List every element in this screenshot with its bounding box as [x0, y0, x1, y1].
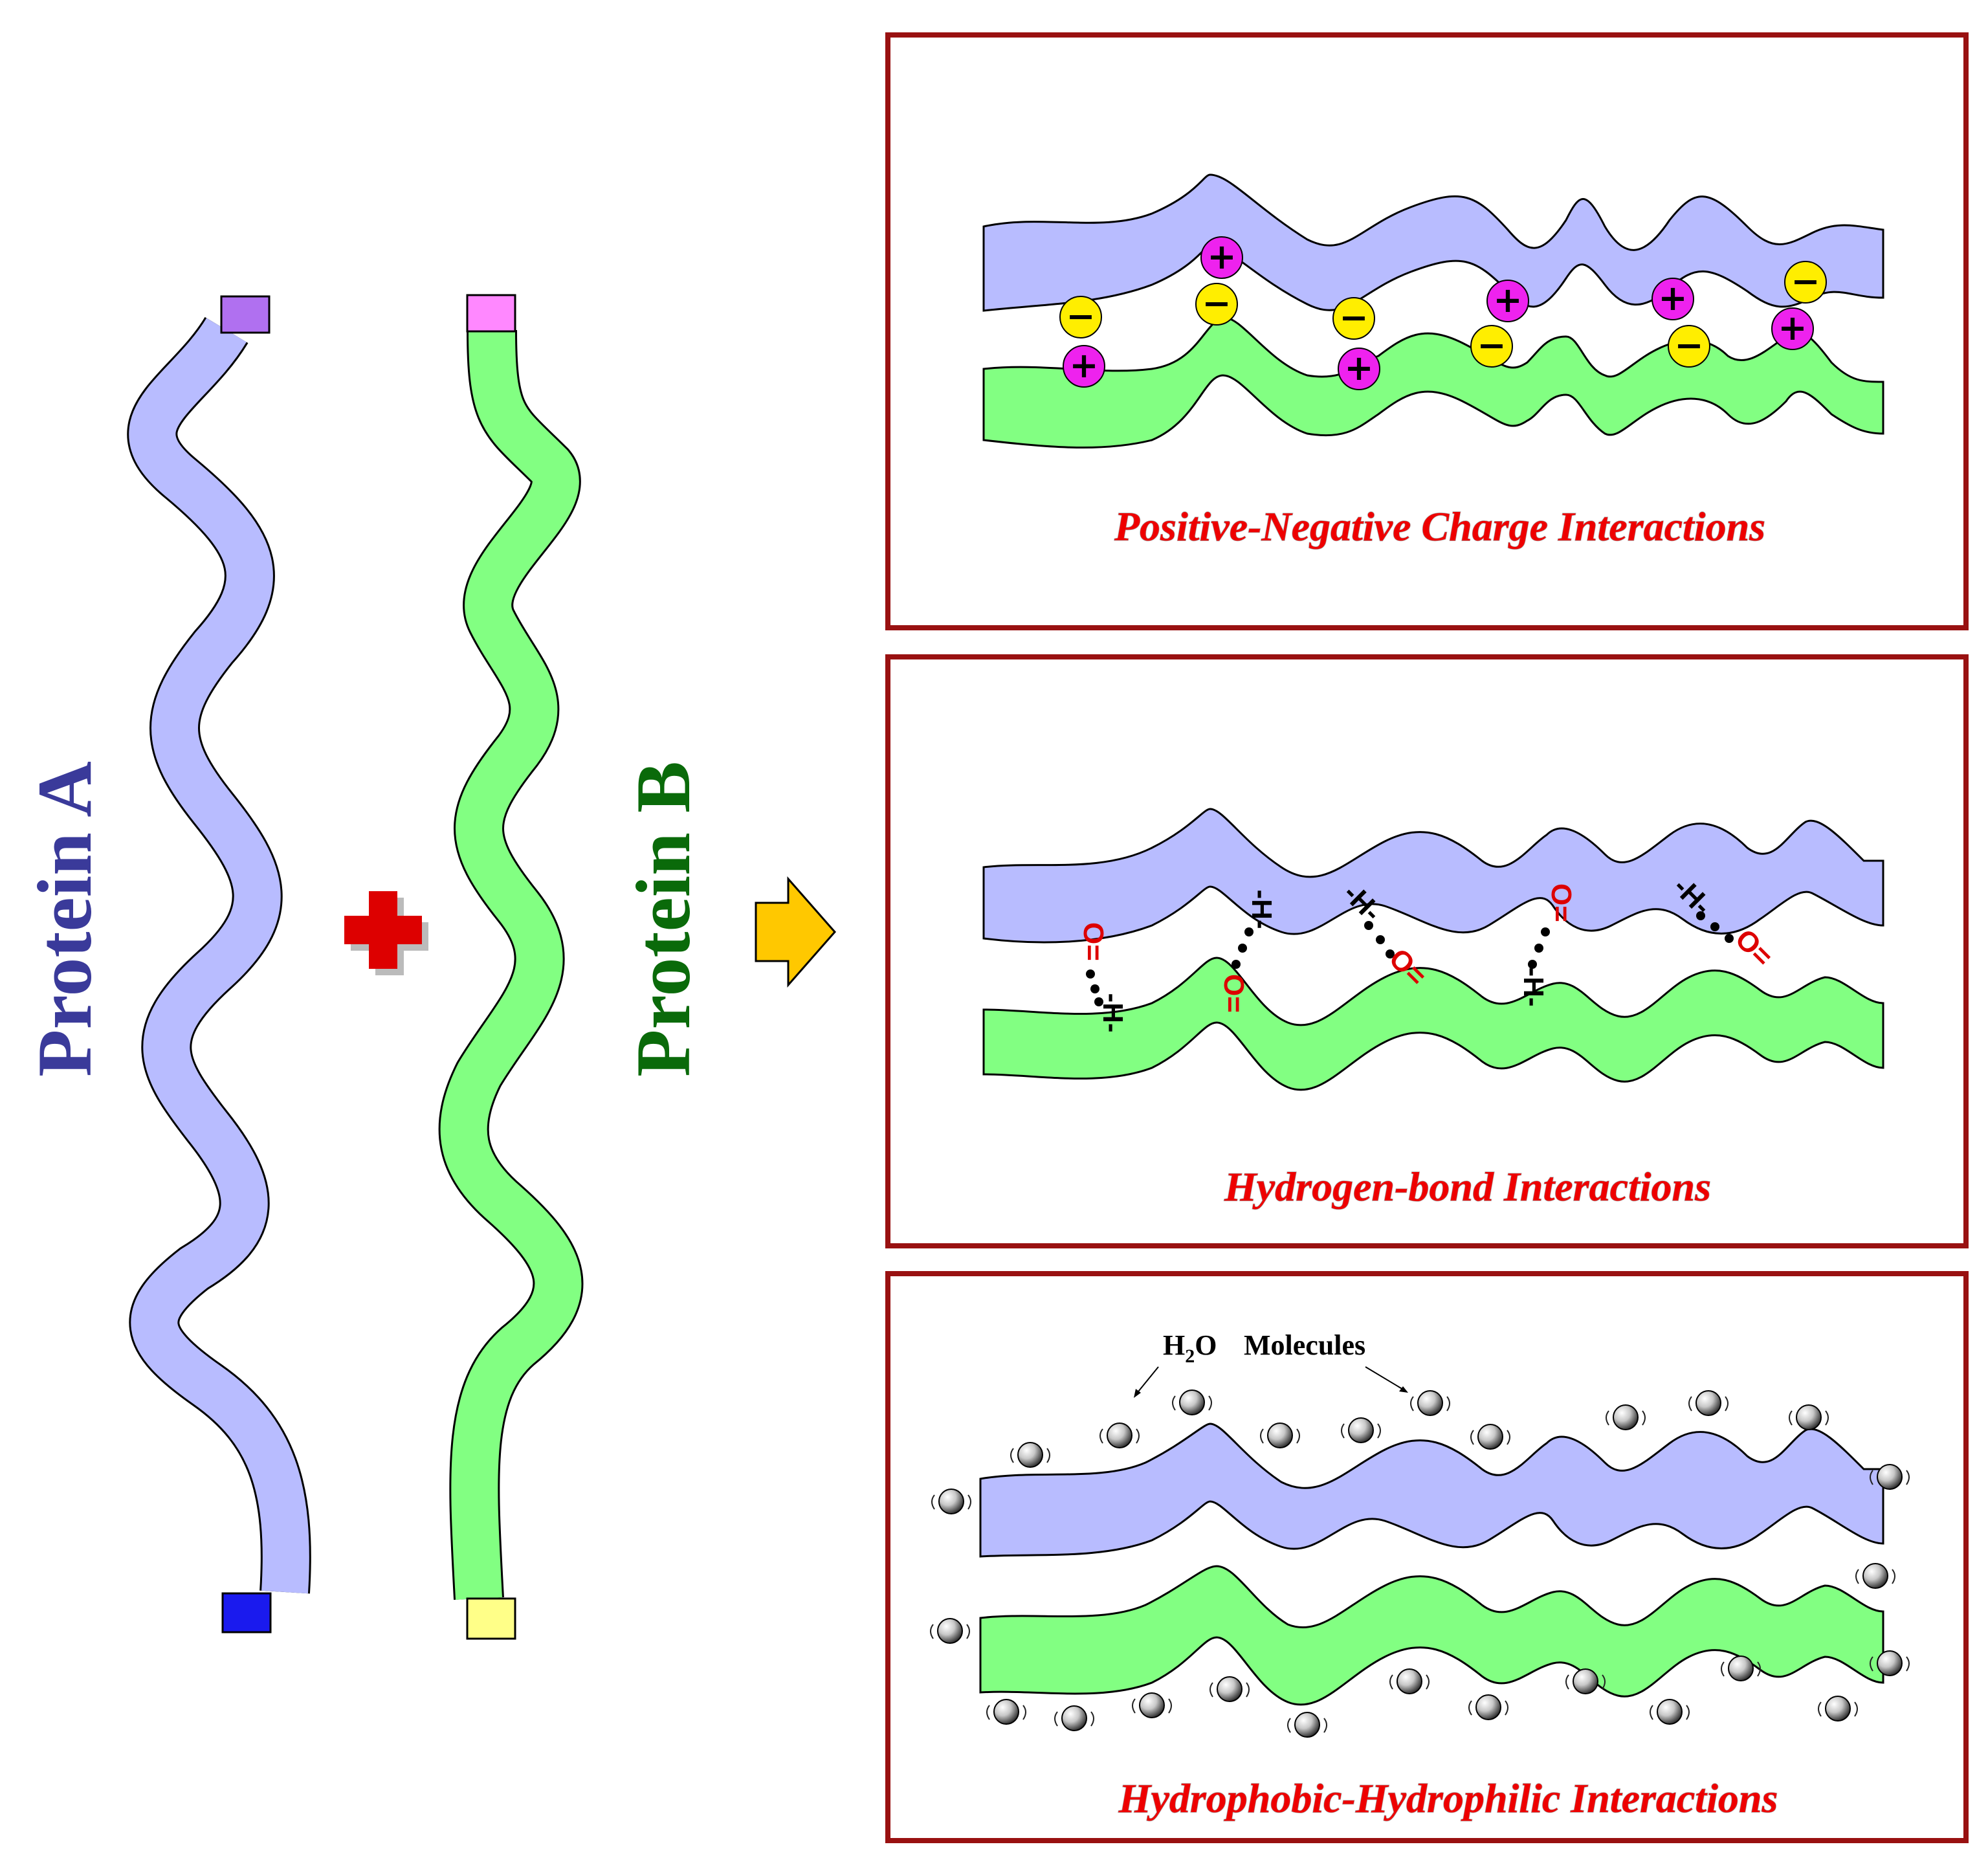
water-molecule-icon — [1132, 1692, 1172, 1718]
protein-a-bottom-cap — [221, 1592, 272, 1633]
water-molecule-icon — [1410, 1390, 1450, 1416]
water-molecule-icon — [1606, 1404, 1646, 1430]
negative-charge-sign: − — [1791, 261, 1820, 302]
negative-charge-sign: − — [1202, 283, 1231, 324]
water-molecule-icon — [1468, 1694, 1508, 1720]
positive-charge-sign: + — [1778, 307, 1807, 348]
negative-charge-icon: − — [1059, 296, 1102, 338]
oxygen-atom: O= — [1077, 922, 1109, 961]
positive-charge-icon: + — [1200, 236, 1243, 279]
water-molecule-icon — [1054, 1705, 1094, 1731]
hydrogen-atom: -H- — [1518, 967, 1549, 1006]
positive-charge-icon: + — [1771, 307, 1814, 350]
water-molecule-icon — [1818, 1696, 1858, 1722]
panel-hbond: Hydrogen-bond Interactions — [885, 654, 1969, 1248]
water-molecule-icon — [1099, 1423, 1140, 1448]
water-molecule-icon — [986, 1699, 1026, 1725]
negative-charge-icon: − — [1784, 261, 1827, 304]
water-molecule-icon — [1260, 1423, 1300, 1448]
negative-charge-sign: − — [1066, 296, 1095, 337]
positive-charge-sign: + — [1207, 236, 1236, 277]
water-molecule-icon — [930, 1618, 970, 1644]
negative-charge-icon: − — [1668, 325, 1710, 368]
positive-charge-icon: + — [1486, 280, 1529, 322]
water-molecule-icon — [1721, 1655, 1761, 1681]
positive-charge-sign: + — [1344, 348, 1373, 388]
water-molecule-icon — [1389, 1668, 1430, 1694]
hydrogen-bond: O= -H- — [1518, 883, 1577, 1007]
hydrogen-atom: -H- — [1246, 889, 1277, 929]
water-molecules-label: Molecules — [1244, 1329, 1365, 1361]
positive-charge-icon: + — [1063, 345, 1105, 388]
water-label: H2O — [1163, 1329, 1217, 1367]
water-molecule-markers — [930, 1390, 1910, 1738]
protein-b-strand — [438, 294, 584, 1640]
water-molecule-icon — [1650, 1699, 1690, 1725]
water-molecule-icon — [1470, 1424, 1510, 1450]
panel-hydrophobic: H2O Molecules Hydrophobic-Hydrophilic In… — [885, 1271, 1969, 1843]
hydrogen-bond: O= -H- — [1218, 889, 1277, 1013]
panel-hbond-title: Hydrogen-bond Interactions — [1224, 1164, 1711, 1210]
protein-b-bottom-cap — [466, 1597, 516, 1640]
water-formula-h: H — [1163, 1329, 1185, 1361]
charge-markers: − + + − − + + − + − − + — [1059, 236, 1827, 390]
water-molecule-icon — [1688, 1390, 1728, 1416]
water-formula-sub: 2 — [1185, 1345, 1195, 1367]
protein-b-top-cap — [466, 294, 516, 333]
oxygen-atom: O= — [1218, 974, 1250, 1013]
negative-charge-icon: − — [1470, 325, 1513, 368]
negative-charge-icon: − — [1195, 283, 1238, 326]
water-molecule-icon — [1010, 1442, 1050, 1468]
plus-icon — [344, 891, 428, 975]
right-arrow-icon — [755, 876, 836, 988]
positive-charge-sign: + — [1069, 345, 1098, 386]
water-molecule-icon — [1789, 1404, 1829, 1430]
water-molecule-icon — [1209, 1676, 1250, 1702]
water-molecule-icon — [1870, 1464, 1910, 1490]
water-molecule-icon — [1172, 1390, 1212, 1415]
protein-b-label: Protein B — [620, 761, 706, 1077]
protein-a-strand — [127, 295, 311, 1633]
positive-charge-icon: + — [1651, 278, 1694, 320]
protein-a-label: Protein A — [21, 761, 107, 1077]
water-molecule-icon — [1287, 1712, 1327, 1738]
water-molecule-icon — [931, 1489, 971, 1514]
water-molecule-icon — [1870, 1650, 1910, 1676]
hydrogen-atom: -H- — [1097, 993, 1129, 1032]
hydrogen-bond: O= -H- — [1077, 922, 1129, 1033]
water-molecule-icon — [1565, 1668, 1606, 1694]
positive-charge-icon: + — [1338, 348, 1380, 390]
water-molecule-icon — [1341, 1417, 1381, 1443]
positive-charge-sign: + — [1493, 280, 1522, 320]
panel-hydrophobic-title: Hydrophobic-Hydrophilic Interactions — [1118, 1775, 1778, 1821]
panel-charge-title: Positive-Negative Charge Interactions — [1114, 504, 1765, 549]
oxygen-atom: O= — [1545, 883, 1577, 922]
negative-charge-sign: − — [1477, 325, 1506, 366]
negative-charge-sign: − — [1674, 325, 1703, 366]
positive-charge-sign: + — [1658, 278, 1687, 318]
negative-charge-sign: − — [1339, 297, 1368, 338]
negative-charge-icon: − — [1332, 297, 1375, 340]
protein-a-top-cap — [220, 295, 271, 334]
water-formula-o: O — [1195, 1329, 1217, 1361]
water-molecule-icon — [1855, 1563, 1895, 1589]
